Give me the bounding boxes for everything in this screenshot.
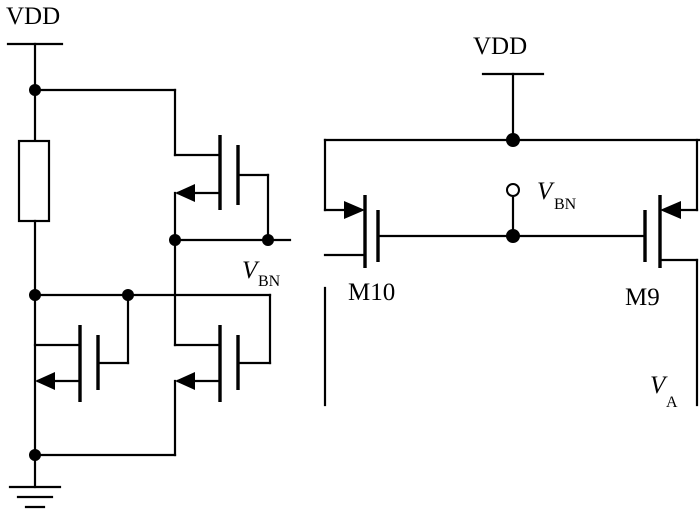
vbn-right-label: V (537, 178, 555, 205)
m10-label: M10 (348, 279, 395, 306)
ll-source-arrow-icon (35, 372, 55, 390)
va-label: V (650, 372, 668, 399)
m9-source-arrow-icon (660, 201, 681, 219)
node-vbn-output (262, 234, 274, 246)
m9-label: M9 (625, 284, 660, 311)
transistor-lower-left (33, 293, 130, 402)
vbn-left-label: V (242, 257, 260, 284)
transistor-m9: M9 (625, 138, 699, 407)
vdd-left-label: VDD (6, 3, 60, 30)
vbn-input-terminal (506, 183, 520, 197)
vbn-right-subscript: BN (554, 196, 577, 213)
transistor-lower-right (173, 293, 272, 457)
ground-icon (8, 485, 62, 509)
transistor-top (173, 88, 270, 347)
lr-source-arrow-icon (175, 372, 195, 390)
m10-source-arrow-icon (344, 201, 365, 219)
right-differential-pair: VDD M10 V BN (323, 33, 700, 411)
vdd-right-label: VDD (473, 33, 527, 60)
left-bias-circuit: VDD V BN (6, 3, 292, 509)
vbn-left-subscript: BN (258, 273, 281, 290)
resistor (17, 139, 51, 223)
top-source-arrow-icon (175, 184, 195, 202)
transistor-m10: M10 (323, 138, 395, 407)
va-subscript: A (666, 394, 678, 411)
